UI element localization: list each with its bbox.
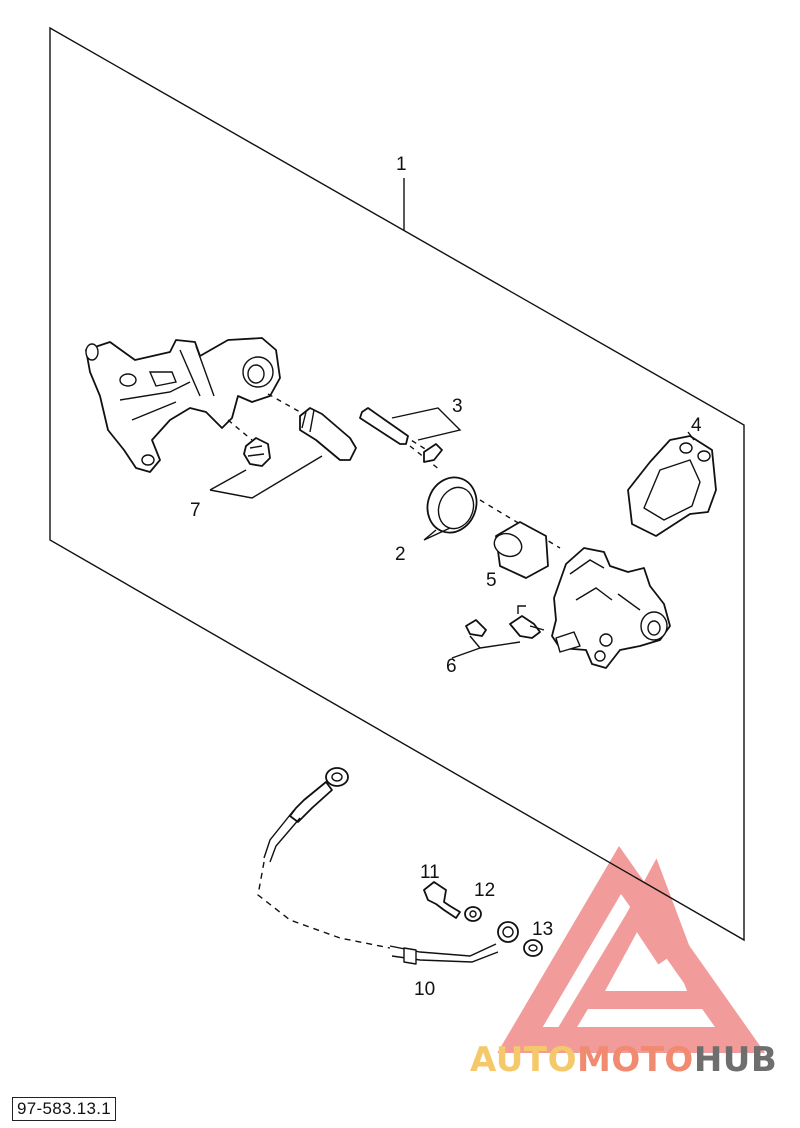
part-4-brake-pads [627, 435, 717, 537]
kit-outline-panel [49, 26, 745, 942]
callout-13: 13 [532, 919, 553, 940]
callout-1: 1 [396, 154, 407, 175]
part-10-brake-hose [257, 767, 519, 965]
part-11-banjo-bolt [423, 881, 461, 919]
callout-3: 3 [452, 396, 463, 417]
watermark-part-auto: AUTO [470, 1040, 577, 1080]
callout-7: 7 [190, 500, 201, 521]
part-2-seal-ring [426, 476, 478, 534]
callout-2: 2 [395, 544, 406, 565]
part-3-pad-pin [359, 407, 443, 463]
caliper-body [551, 547, 671, 669]
document-code-label: 97-583.13.1 [12, 1097, 117, 1121]
part-13-washer [523, 939, 543, 957]
callout-12: 12 [474, 880, 495, 901]
callout-11: 11 [420, 862, 440, 883]
part-7-guide-pin [243, 407, 357, 467]
watermark-text: AUTOMOTOHUB [470, 1040, 777, 1080]
part-12-washer [464, 906, 482, 922]
callout-6: 6 [446, 656, 457, 677]
callout-10: 10 [414, 979, 435, 1000]
watermark-part-hub: HUB [693, 1040, 778, 1080]
part-6-bleeder [465, 605, 545, 639]
watermark-part-moto: MOTO [576, 1040, 694, 1080]
watermark-logo-icon [497, 846, 766, 1053]
callout-4: 4 [691, 415, 702, 436]
callout-5: 5 [486, 570, 497, 591]
caliper-bracket [85, 337, 281, 473]
part-5-piston [493, 521, 549, 579]
